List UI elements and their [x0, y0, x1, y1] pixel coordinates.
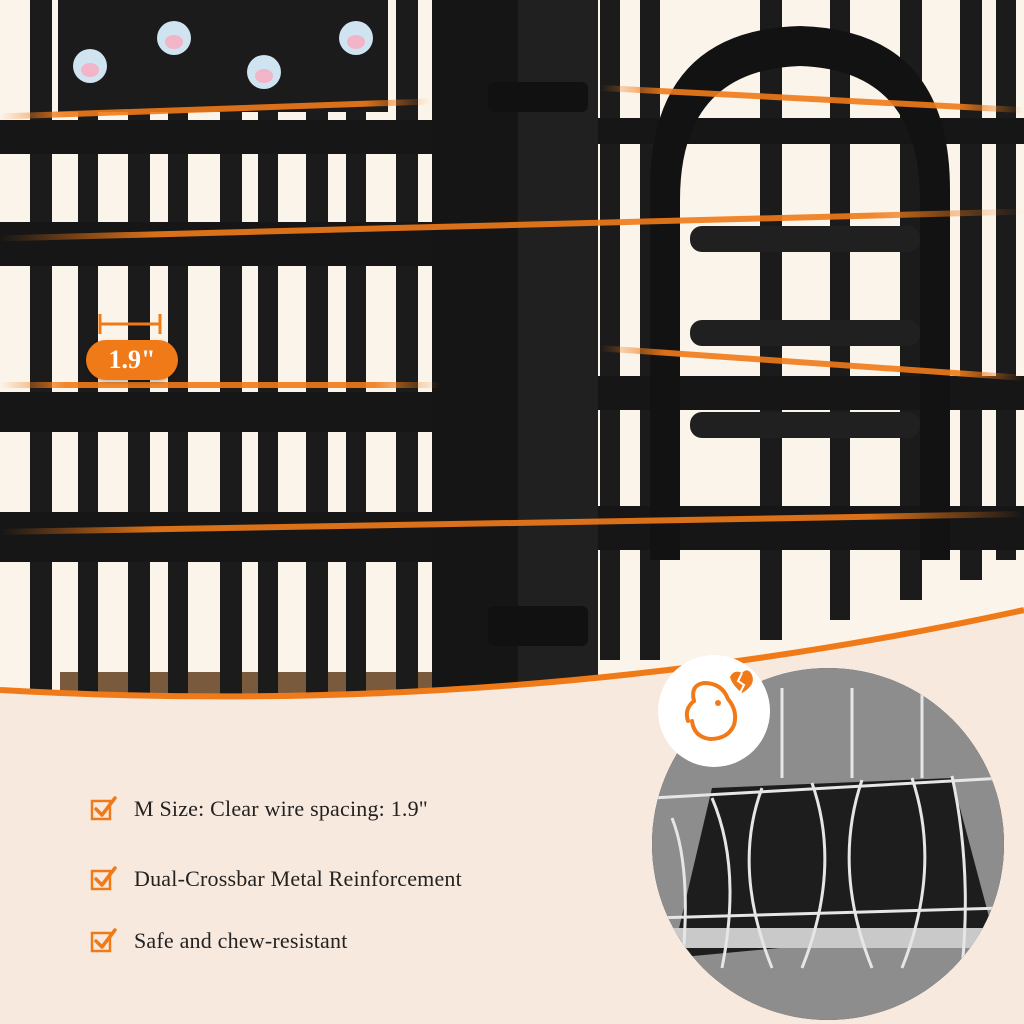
- spacing-badge: 1.9": [86, 340, 178, 380]
- broken-heart-dog-icon: [658, 655, 770, 767]
- feature-text: M Size: Clear wire spacing: 1.9": [134, 796, 428, 821]
- spacing-bracket: [98, 314, 162, 334]
- feature-item: M Size: Clear wire spacing: 1.9": [90, 795, 428, 823]
- paw-print-icon: [73, 21, 373, 89]
- feature-item: Dual-Crossbar Metal Reinforcement: [90, 865, 462, 893]
- checkmark-icon: [90, 866, 117, 891]
- checkmark-icon: [90, 928, 117, 953]
- feature-item: Safe and chew-resistant: [90, 927, 348, 955]
- checkmark-icon: [90, 796, 117, 821]
- feature-text: Dual-Crossbar Metal Reinforcement: [134, 866, 462, 891]
- feature-text: Safe and chew-resistant: [134, 928, 348, 953]
